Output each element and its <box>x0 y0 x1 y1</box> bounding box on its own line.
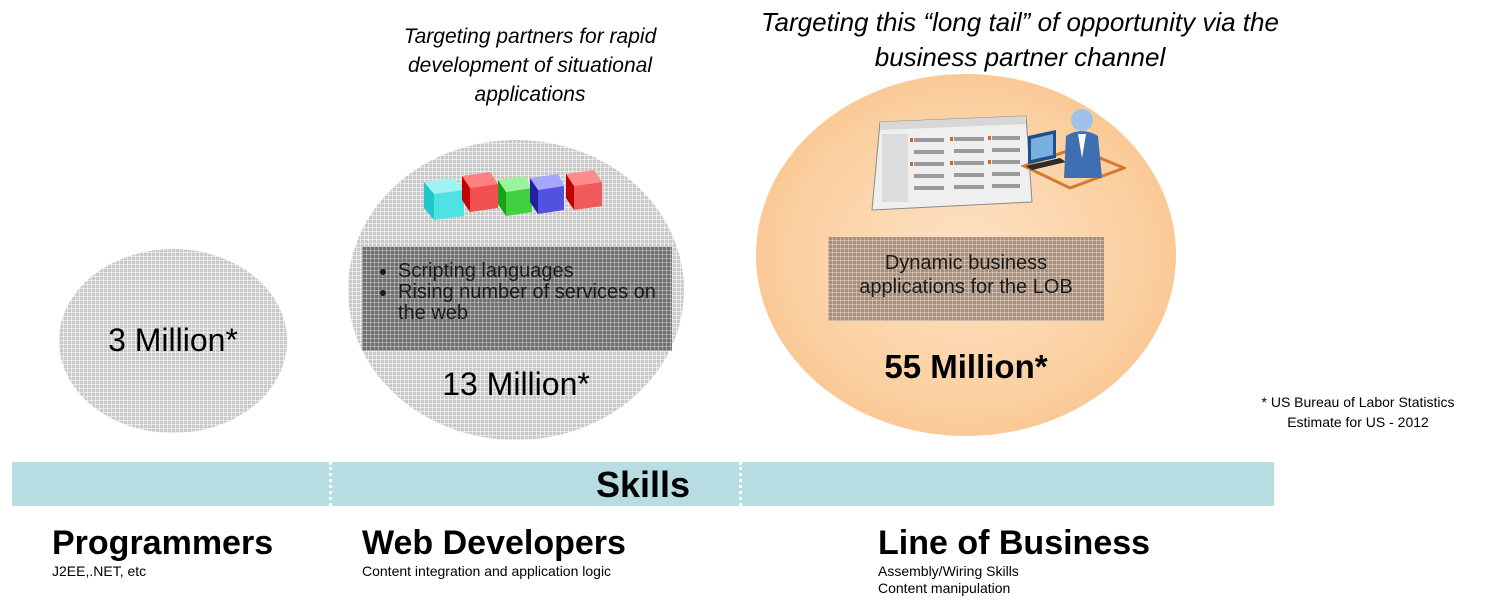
line-of-business-title: Line of Business <box>878 524 1151 562</box>
line-of-business-detail: Assembly/Wiring Skills <box>878 563 1019 579</box>
person-at-computer-icon <box>1020 109 1126 190</box>
skills-label: Skills <box>595 464 691 505</box>
footnote-line-1: * US Bureau of Labor Statistics <box>1261 394 1455 410</box>
programmers-column: Programmers J2EE,.NET, etc <box>52 524 273 580</box>
middle-caption: Targeting partners for rapid development… <box>403 25 657 106</box>
programmers-title: Programmers <box>52 524 274 562</box>
web-developers-count: 13 Million* <box>442 366 590 402</box>
line-of-business-count: 55 Million* <box>884 348 1048 385</box>
skills-divider <box>329 462 332 506</box>
line-of-business-detail: Content manipulation <box>878 580 1011 596</box>
web-bullet: Rising number of services on the web <box>398 282 672 324</box>
web-developers-title: Web Developers <box>362 524 626 562</box>
footnote-line-2: Estimate for US - 2012 <box>1287 414 1429 430</box>
right-caption: Targeting this “long tail” of opportunit… <box>761 7 1279 72</box>
web-developers-column: Web Developers Content integration and a… <box>362 524 626 580</box>
line-of-business-box-text: Dynamic business applications for the LO… <box>859 252 1073 298</box>
web-developers-detail: Content integration and application logi… <box>362 563 612 579</box>
footnote: * US Bureau of Labor Statistics Estimate… <box>1210 392 1506 432</box>
web-bullet: Scripting languages <box>398 261 672 282</box>
colored-cubes-icon <box>424 170 602 220</box>
dashboard-screenshot-icon <box>871 115 1033 211</box>
web-developers-box: Scripting languages Rising number of ser… <box>362 247 672 351</box>
line-of-business-box: Dynamic business applications for the LO… <box>828 237 1104 321</box>
programmers-count: 3 Million* <box>108 322 238 358</box>
programmers-detail: J2EE,.NET, etc <box>52 563 147 579</box>
skills-divider <box>739 462 742 506</box>
skills-bar <box>12 462 1274 506</box>
line-of-business-column: Line of Business Assembly/Wiring Skills … <box>878 524 1150 597</box>
programmers-bubble <box>59 249 287 433</box>
